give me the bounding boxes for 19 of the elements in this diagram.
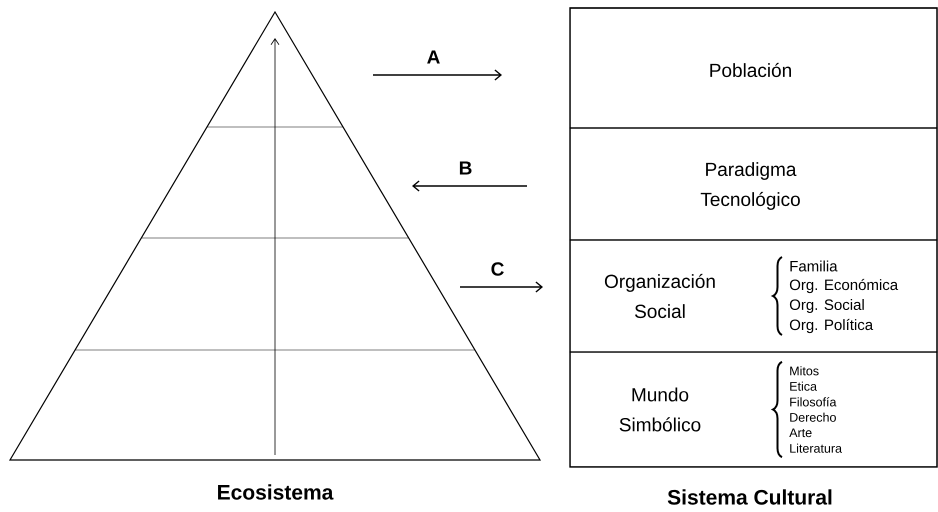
layer-title: Mundo Simbólico [620,388,700,432]
list-item: Derecho [790,412,836,422]
list-item: Filosofía [790,397,836,406]
layer-title: Organización Social [604,274,715,318]
layer-title: Paradigma Tecnológico [700,162,800,210]
arrow-letter: B [460,161,472,175]
list-item: Org. Social [790,299,864,313]
arrow-letter: C [491,262,504,276]
layer-title: Población [710,62,791,78]
list-item: Etica [790,382,817,391]
pyramid-caption: Ecosistema [218,484,334,500]
list-item: Org. Económica [790,278,898,294]
list-item: Org. Política [790,318,874,334]
list-item: Arte [789,428,812,438]
list-item: Familia [790,260,838,272]
arrow-letter: A [427,50,440,64]
column-caption: Sistema Cultural [668,489,832,505]
list-item: Literatura [790,444,842,453]
list-item: Mitos [790,366,819,376]
